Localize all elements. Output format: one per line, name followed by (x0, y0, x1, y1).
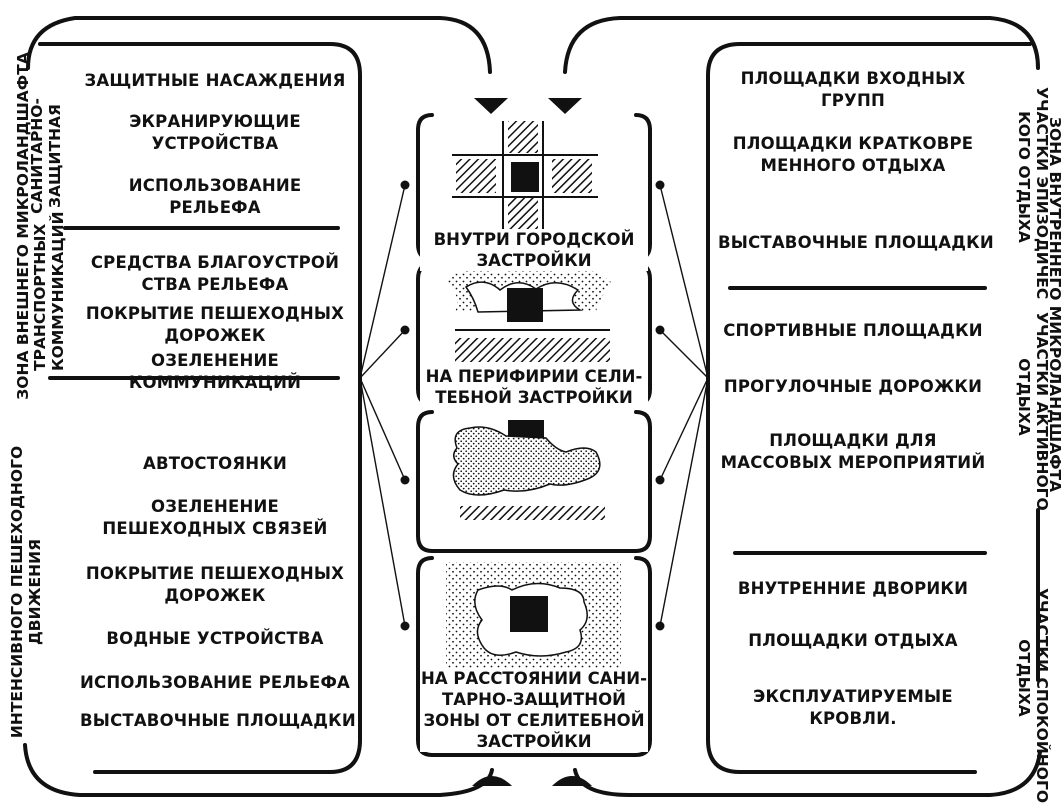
arrow-up-left (472, 776, 512, 786)
connector-dot (655, 475, 665, 485)
connector-dot (655, 180, 665, 190)
right-zone-title: ЗОНА ВНУТРЕННЕГО МИКРОЛАНДШАФТА (1046, 117, 1062, 493)
right-group-title-line: УЧАСТКИ СПОКОЙНОГО (1033, 588, 1051, 803)
arrow-down-right (548, 98, 582, 114)
left-item: ИСПОЛЬЗОВАНИЕ РЕЛЬЕФА (80, 673, 351, 692)
center-caption-4: НА РАССТОЯНИИ САНИ-ТАРНО-ЗАЩИТНОЙ ЗОНЫ О… (420, 668, 648, 752)
right-group-title-line: ОТДЫХА (1015, 358, 1033, 436)
arrow-up-right (552, 776, 592, 786)
left-group-title-1: САНИТАРНО- ЗАЩИТНАЯ (28, 96, 68, 216)
left-group-title-line: САНИТАРНО- (28, 98, 46, 214)
right-item: СПОРТИВНЫЕ ПЛОЩАДКИ (723, 321, 983, 340)
right-item: ПРОГУЛОЧНЫЕ ДОРОЖКИ (723, 377, 983, 396)
connector-dot (655, 325, 665, 335)
left-group-title-line: ИНТЕНСИВНОГО ПЕШЕХОДНОГО (8, 445, 26, 739)
left-zone-title: ЗОНА ВНЕШНЕГО МИКРОЛАНДШАФТА (14, 52, 32, 400)
right-group-title-2: УЧАСТКИ АКТИВНОГО ОТДЫХА (1011, 312, 1051, 511)
outer-right-top-curve (563, 16, 1040, 74)
illustration-inside-development (452, 121, 598, 229)
connector-dot (655, 621, 665, 631)
right-group-title-line: КОГО ОТДЫХА (1015, 111, 1033, 243)
connector-dot (400, 325, 410, 335)
right-group-title-3: УЧАСТКИ СПОКОЙНОГО ОТДЫХА (1011, 588, 1051, 803)
right-panel-frame (706, 42, 1032, 774)
left-item: ВОДНЫЕ УСТРОЙСТВА (106, 629, 324, 648)
connector-dot (400, 621, 410, 631)
left-item: ЗАЩИТНЫЕ НАСАЖДЕНИЯ (84, 71, 346, 90)
center-card-3 (416, 410, 652, 553)
right-item: ПЛОЩАДКИ ОТДЫХА (748, 631, 958, 650)
illustration-sanitary-distance (446, 562, 621, 674)
connector-dot (400, 180, 410, 190)
illustration-distance-mid (452, 420, 605, 520)
left-item: АВТОСТОЯНКИ (142, 454, 288, 473)
left-group-title-2: ТРАНСПОРТНЫХ КОММУНИКАЦИЙ (31, 211, 69, 371)
center-card-4 (416, 556, 652, 757)
left-panel-frame (38, 42, 362, 774)
left-group-title-line: ДВИЖЕНИЯ (26, 538, 44, 646)
left-item: ВЫСТАВОЧНЫЕ ПЛОЩАДКИ (80, 711, 356, 730)
outer-left-top-curve (26, 16, 492, 74)
left-group-title-3: ИНТЕНСИВНОГО ПЕШЕХОДНОГО ДВИЖЕНИЯ (8, 442, 48, 742)
right-group-title-line: ОТДЫХА (1015, 639, 1033, 717)
connector-dot (400, 475, 410, 485)
arrow-down-left (474, 98, 508, 114)
right-item: ВЫСТАВОЧНЫЕ ПЛОЩАДКИ (718, 233, 994, 252)
center-caption-2: НА ПЕРИФИРИИ СЕЛИ-ТЕБНОЙ ЗАСТРОЙКИ (420, 366, 648, 408)
left-group-title-line: ТРАНСПОРТНЫХ (31, 223, 49, 371)
left-group-title-line: КОММУНИКАЦИЙ (49, 211, 67, 371)
right-group-title-1: УЧАСТКИ ЭПИЗОДИЧЕС КОГО ОТДЫХА (1011, 87, 1051, 299)
illustration-periphery (446, 268, 612, 362)
left-group-title-line: ЗАЩИТНАЯ (46, 104, 64, 209)
right-item: ВНУТРЕННИЕ ДВОРИКИ (737, 579, 969, 598)
